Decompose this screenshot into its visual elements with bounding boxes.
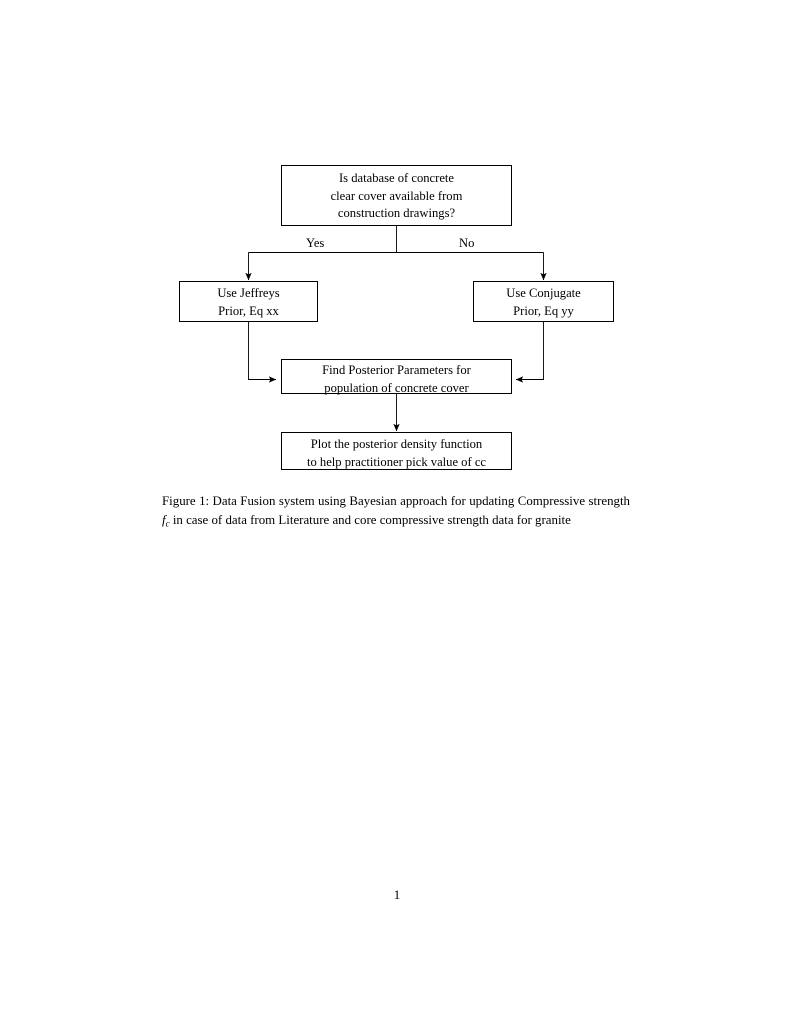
edge-label-no: No (459, 236, 475, 250)
node-jeffreys-box[interactable] (179, 281, 318, 322)
node-decision-line-2: clear cover available from (330, 188, 463, 203)
node-jeffreys-line-1: Use Jeffreys (217, 286, 280, 300)
flowchart-connectors (245, 226, 547, 432)
node-conjugate-line-1: Use Conjugate (506, 286, 581, 300)
figure-caption-math-subscript: c (165, 518, 170, 529)
figure-flowchart: Is database of concrete clear cover avai… (0, 0, 794, 490)
node-plot-line-2: to help practitioner pick value of cc (306, 454, 487, 469)
edge-jeffreys-to-posterior (248, 322, 277, 383)
figure-caption-text-1: Data Fusion system using Bayesian approa… (212, 494, 631, 508)
figure-caption-label: Figure 1: (162, 494, 210, 508)
figure-caption-text-2: in case of data from Literature and core… (172, 513, 571, 528)
edge-label-yes: Yes (306, 236, 325, 250)
node-plot-box[interactable] (281, 432, 512, 470)
page-number: 1 (393, 888, 401, 902)
figure-caption-math-fc: fc (162, 513, 170, 529)
node-posterior-box[interactable] (281, 359, 512, 394)
edge-conjugate-to-posterior (515, 322, 544, 383)
node-conjugate-box[interactable] (473, 281, 614, 322)
node-decision-line-1: Is database of concrete (338, 171, 455, 185)
node-posterior-line-1: Find Posterior Parameters for (322, 363, 471, 377)
node-conjugate-line-2: Prior, Eq yy (513, 303, 574, 318)
node-decision-line-3: construction drawings? (337, 206, 456, 220)
figure-caption: Figure 1: Data Fusion system using Bayes… (162, 492, 630, 534)
figure-caption-math-base: f (162, 513, 166, 528)
node-plot-line-1: Plot the posterior density function (310, 437, 483, 451)
node-jeffreys-line-2: Prior, Eq xx (218, 303, 279, 318)
node-decision-box[interactable] (281, 165, 512, 226)
node-posterior-line-2: population of concrete cover (324, 380, 469, 395)
